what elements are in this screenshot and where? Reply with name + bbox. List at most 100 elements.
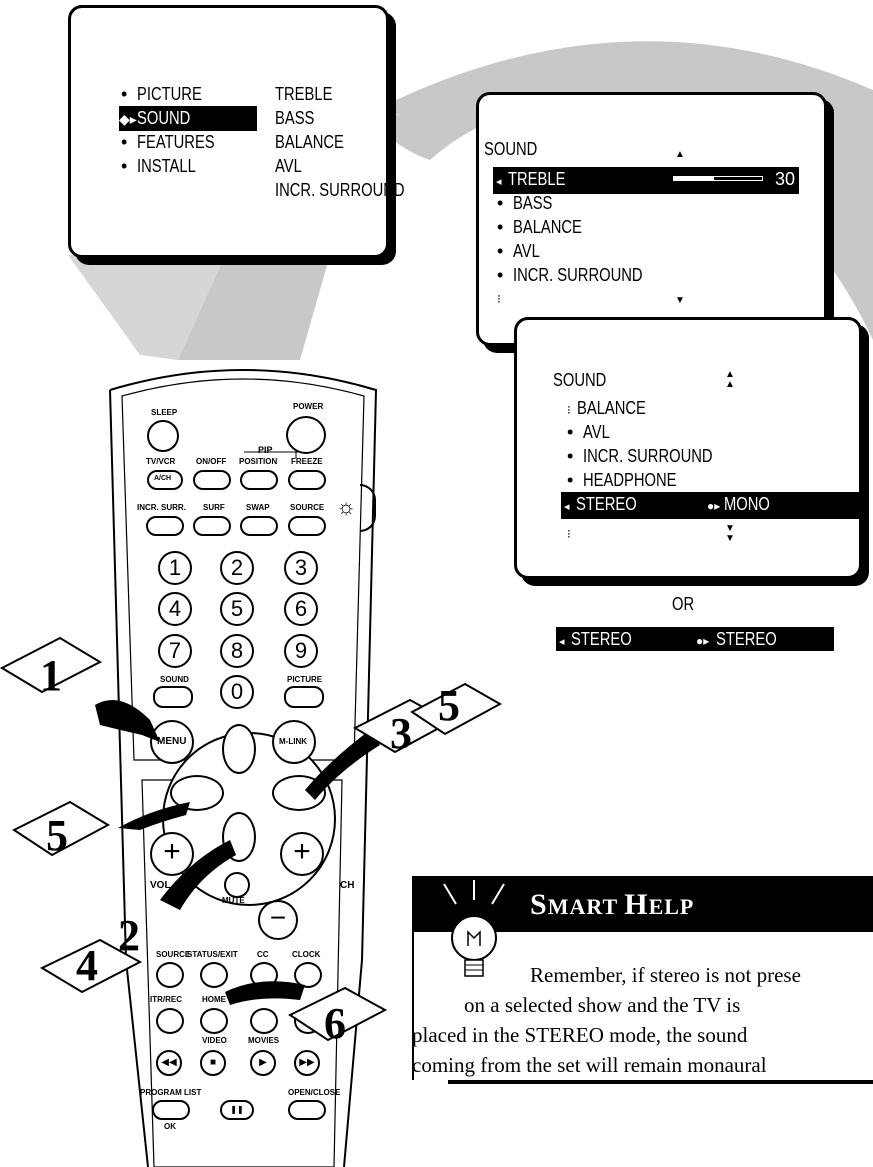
main-menu-screen: • PICTURE ◆▸SOUND • FEATURES • INSTALL T… [68, 5, 405, 258]
rewind-icon: ◀◀ [161, 1057, 177, 1068]
sound-label: SOUND [160, 675, 189, 684]
sleep-label: SLEEP [151, 408, 178, 417]
or-label: OR [672, 594, 695, 614]
ach-button[interactable]: A/CH [147, 470, 183, 490]
menu-item-treble[interactable]: ◂ TREBLE 30 [493, 167, 799, 194]
digit-6-button[interactable]: 6 [284, 592, 318, 626]
menu-item-install[interactable]: • INSTALL [121, 156, 197, 176]
power-button[interactable] [286, 416, 326, 454]
down-arrow-icon: ▼ [675, 295, 685, 306]
projection-beam [178, 255, 330, 360]
stop-button[interactable]: ■ [200, 1050, 226, 1076]
treble-slider[interactable] [673, 176, 763, 181]
open-close-button[interactable] [288, 1100, 326, 1120]
menu-label: MENU [157, 736, 187, 747]
submenu-incr-surround: INCR. SURROUND [275, 180, 405, 200]
up-down-arrow-icon: ▲▲ [725, 369, 735, 390]
submenu-bass: BASS [275, 108, 315, 128]
digit-7-button[interactable]: 7 [158, 634, 192, 668]
digit-1-button[interactable]: 1 [158, 551, 192, 585]
program-list-label: PROGRAM LIST [140, 1088, 202, 1097]
surf-button[interactable] [193, 516, 231, 536]
program-list-button[interactable] [152, 1100, 190, 1120]
digit-9-button[interactable]: 9 [284, 634, 318, 668]
ach-label: A/CH [154, 475, 172, 482]
source-button[interactable] [288, 516, 326, 536]
menu-item-incr-surround[interactable]: • INCR. SURROUND [567, 446, 713, 466]
power-label: POWER [293, 402, 324, 411]
pause-button[interactable]: ❚❚ [220, 1100, 254, 1120]
digit-0-button[interactable]: 0 [220, 675, 254, 709]
movies-label: MOVIES [248, 1036, 280, 1045]
swap-label: SWAP [246, 503, 270, 512]
menu-button[interactable]: MENU [150, 720, 194, 764]
digit-2-button[interactable]: 2 [220, 551, 254, 585]
gray-arc-inner [372, 97, 560, 160]
home-label: HOME [202, 995, 226, 1004]
menu-item-bass[interactable]: • BASS [497, 193, 553, 213]
pip-position-button[interactable] [240, 470, 278, 490]
sensor-icon: ☼ [336, 494, 357, 519]
step-5b-tag: 5 [438, 681, 460, 730]
picture-button[interactable] [284, 686, 324, 708]
pip-label: PIP [258, 445, 273, 455]
status-exit-button[interactable] [200, 962, 228, 988]
projection-beam-left [68, 255, 225, 360]
menu-item-avl[interactable]: • AVL [567, 422, 611, 442]
open-close-label: OPEN/CLOSE [288, 1088, 341, 1097]
scroll-indicator-icon: ⁝ [567, 527, 571, 541]
menu-item-features[interactable]: • FEATURES [121, 132, 215, 152]
digit-8-button[interactable]: 8 [220, 634, 254, 668]
menu-item-avl[interactable]: • AVL [497, 241, 541, 261]
stereo-option: ●▸ MONO [707, 494, 770, 514]
fast-forward-button[interactable]: ▶▶ [294, 1050, 320, 1076]
step-5-tag: 5 [46, 811, 68, 860]
submenu-treble: TREBLE [275, 84, 333, 104]
sound-menu-title: SOUND [484, 139, 538, 159]
treble-value: 30 [775, 169, 796, 189]
menu-item-headphone[interactable]: • HEADPHONE [567, 470, 677, 490]
clock-label: CLOCK [292, 950, 321, 959]
cursor-up-button[interactable] [222, 724, 256, 774]
menu-item-sound[interactable]: ◆▸SOUND [119, 106, 257, 131]
source2-button[interactable] [156, 962, 184, 988]
ch-plus-button[interactable]: + [280, 832, 324, 876]
step-3-tag: 3 [390, 709, 412, 758]
menu-item-incr-surround[interactable]: • INCR. SURROUND [497, 265, 643, 285]
onoff-label: ON/OFF [196, 457, 227, 466]
freeze-label: FREEZE [291, 457, 323, 466]
home-button[interactable] [200, 1008, 228, 1034]
digit-5-button[interactable]: 5 [220, 592, 254, 626]
alt-stereo-bar: ◂ STEREO ●▸ STEREO [556, 627, 834, 651]
pip-onoff-button[interactable] [193, 470, 231, 490]
menu-item-picture[interactable]: • PICTURE [121, 84, 203, 104]
incr-surr-label: INCR. SURR. [137, 503, 186, 512]
source-label: SOURCE [290, 503, 325, 512]
surf-label: SURF [203, 503, 225, 512]
ch-minus-button[interactable]: − [258, 900, 298, 940]
blank-button[interactable] [250, 1008, 278, 1034]
down-arrow-icon: ▼▼ [725, 523, 735, 544]
stop-icon: ■ [209, 1057, 217, 1068]
position-label: POSITION [239, 457, 278, 466]
smart-help-title: SMART HELP [530, 888, 695, 921]
tvvcr-label: TV/VCR [146, 457, 176, 466]
picture-label: PICTURE [287, 675, 323, 684]
source2-label: SOURCE [156, 950, 191, 959]
freeze-button[interactable] [288, 470, 326, 490]
swap-button[interactable] [240, 516, 278, 536]
sleep-button[interactable] [147, 420, 179, 452]
play-button[interactable]: ▶ [250, 1050, 276, 1076]
menu-item-balance[interactable]: ⁝ BALANCE [567, 398, 647, 418]
sound-button[interactable] [153, 686, 193, 708]
incr-surr-button[interactable] [146, 516, 184, 536]
menu-item-stereo[interactable]: ◂ STEREO ●▸ MONO [561, 492, 859, 519]
smart-help-panel [412, 930, 873, 1090]
help-line-2: on a selected show and the TV is [464, 993, 741, 1017]
digit-4-button[interactable]: 4 [158, 592, 192, 626]
digit-3-button[interactable]: 3 [284, 551, 318, 585]
menu-item-balance[interactable]: • BALANCE [497, 217, 583, 237]
itr-rec-button[interactable] [156, 1008, 184, 1034]
ok-label: OK [164, 1122, 176, 1131]
rewind-button[interactable]: ◀◀ [156, 1050, 182, 1076]
